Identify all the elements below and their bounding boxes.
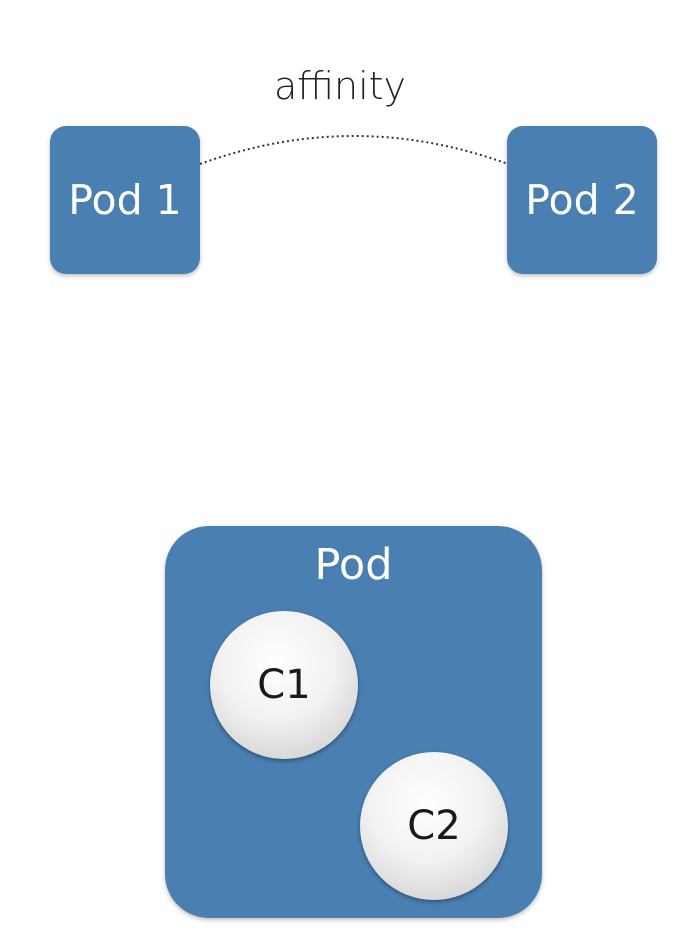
- affinity-label: affinity: [273, 64, 407, 108]
- pod-2-box: Pod 2: [507, 126, 657, 274]
- container-c1-label: C1: [257, 662, 311, 708]
- container-c2-label: C2: [407, 803, 461, 849]
- container-c2: C2: [360, 752, 508, 900]
- container-c1: C1: [210, 611, 358, 759]
- pod-2-label: Pod 2: [525, 176, 639, 224]
- affinity-link: [199, 135, 509, 165]
- pod-1-box: Pod 1: [50, 126, 200, 274]
- pod-1-label: Pod 1: [68, 176, 182, 224]
- pod-title: Pod: [314, 540, 393, 590]
- pod-with-containers: Pod C1 C2: [165, 526, 542, 918]
